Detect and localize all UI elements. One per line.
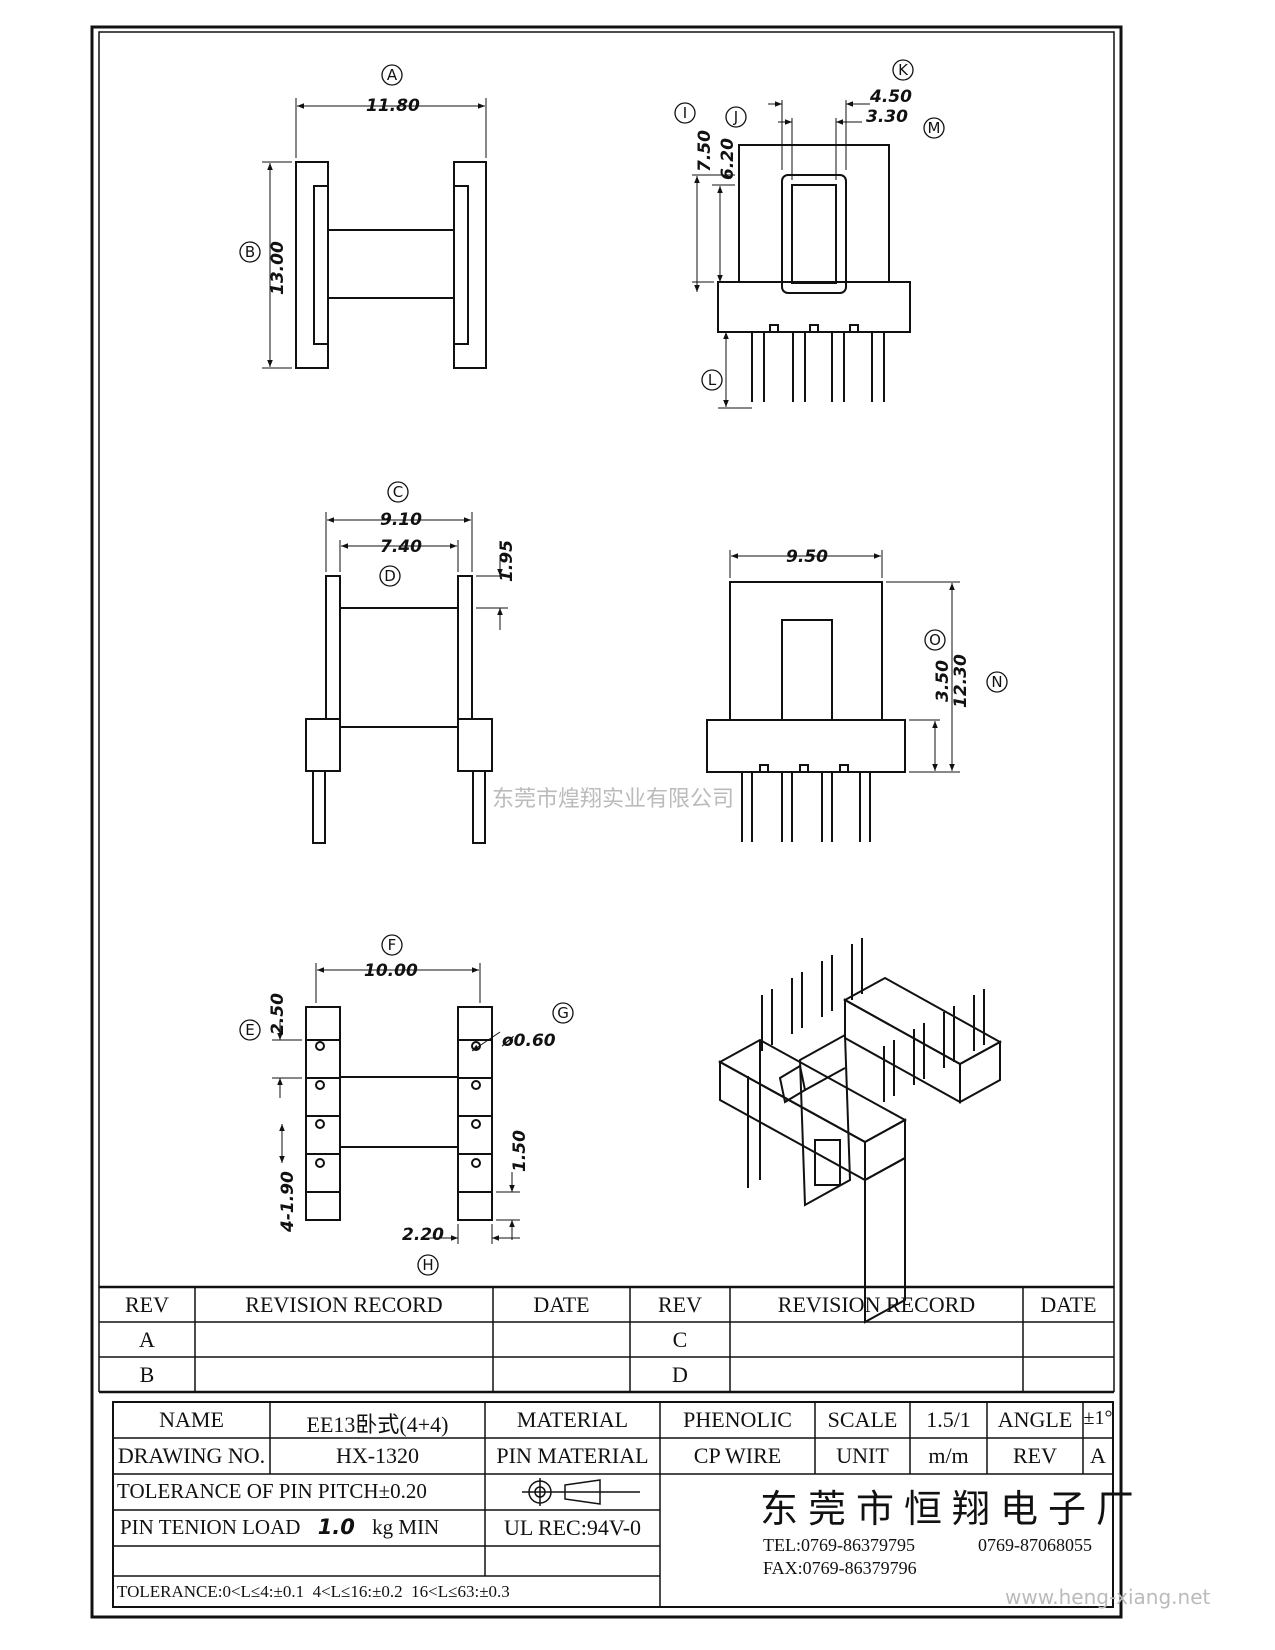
tolerance-pin-pitch: TOLERANCE OF PIN PITCH±0.20 [117,1479,427,1503]
callout-o: O [929,631,941,649]
rev-row-a: A [139,1327,155,1352]
unit-value: m/m [928,1443,969,1468]
drawing-no-label: DRAWING NO. [117,1443,266,1468]
outer-frame [90,25,1123,1619]
callout-c: C [393,483,403,501]
callout-n: N [991,673,1002,691]
drawing-no-value: HX-1320 [335,1443,420,1468]
dim-b-value: 13.00 [268,241,288,295]
pin-material-value: CP WIRE [693,1443,782,1468]
dim-c-value: 9.10 [380,510,422,530]
date-header-right: DATE [1040,1292,1097,1317]
dim-195-value: 1.95 [497,540,517,582]
callout-b: B [245,243,255,261]
callout-d: D [384,567,396,585]
callout-f: F [388,936,397,954]
tel-number-2: 0769-87068055 [978,1535,1092,1555]
dim-i-value: 7.50 [695,130,715,172]
revision-table-grid [98,1285,1115,1394]
dim-o-value: 3.50 [933,660,953,702]
rev-row-b: B [139,1362,155,1387]
company-name: 东莞市恒翔电子厂 [760,1487,1145,1531]
callout-h: H [422,1256,433,1274]
dim-h-value: 2.20 [402,1225,444,1245]
scale-label: SCALE [827,1407,898,1432]
dim-150-value: 1.50 [510,1130,530,1172]
watermark: 东莞市煌翔实业有限公司 [492,787,734,812]
rev-header-right: REV [658,1292,702,1317]
dim-pitch-value: 4-1.90 [278,1171,298,1233]
callout-i: I [683,104,687,122]
fax-number: FAX:0769-86379796 [763,1558,917,1578]
date-header-left: DATE [533,1292,590,1317]
pin-tension-value: 1.0 [317,1515,355,1539]
angle-value: ±1° [1083,1407,1113,1429]
record-header-left: REVISION RECORD [245,1292,443,1317]
name-label: NAME [159,1407,224,1432]
dim-k-value: 4.50 [869,87,912,107]
rev-row-d: D [672,1362,688,1387]
website-watermark: www.heng-xiang.net [1005,1585,1211,1609]
dim-g-value: ø0.60 [501,1031,556,1051]
callout-k: K [898,61,909,79]
rev-row-c: C [672,1327,688,1352]
rev-value: A [1090,1443,1106,1468]
dim-e-value: 2.50 [268,993,288,1035]
dim-950-value: 9.50 [786,547,828,567]
pin-tension: PIN TENION LOAD 1.0 kg MIN [120,1515,482,1540]
view-top [305,575,493,844]
ul-rec: UL REC:94V-0 [503,1515,642,1540]
callout-m: M [928,119,941,137]
callout-j: J [733,108,738,126]
callout-e: E [245,1021,254,1039]
dim-j-value: 6.20 [718,138,738,180]
callout-l: L [708,371,717,389]
dim-a-value: 11.80 [366,96,420,116]
dim-m-value: 3.30 [866,107,908,127]
material-value: PHENOLIC [683,1407,792,1432]
view-side [717,144,911,402]
view-front [295,161,487,369]
view-bottom [305,1006,493,1221]
record-header-right: REVISION RECORD [777,1292,976,1317]
dim-d-value: 7.40 [380,537,422,557]
title-block-grid [112,1401,1114,1608]
scale-value: 1.5/1 [926,1407,971,1432]
name-value: EE13卧式(4+4) [306,1412,449,1437]
pin-material-label: PIN MATERIAL [496,1443,649,1468]
callout-g: G [557,1004,569,1022]
angle-label: ANGLE [997,1407,1073,1432]
tolerance-ranges: TOLERANCE:0<L≤4:±0.1 4<L≤16:±0.2 16<L≤63… [117,1582,510,1601]
tel-number: TEL:0769-86379795 [763,1535,915,1555]
projection-symbol-icon [522,1478,640,1506]
callout-a: A [387,66,398,84]
view-isometric [717,938,1003,1324]
dim-n-value: 12.30 [951,654,971,708]
pin-tension-prefix: PIN TENION LOAD [120,1515,301,1539]
dim-f-value: 10.00 [364,961,418,981]
view-end [706,581,906,842]
rev-header-left: REV [125,1292,169,1317]
pin-tension-suffix: kg MIN [372,1515,440,1539]
material-label: MATERIAL [516,1407,629,1432]
rev-label: REV [1013,1443,1057,1468]
unit-label: UNIT [836,1443,889,1468]
